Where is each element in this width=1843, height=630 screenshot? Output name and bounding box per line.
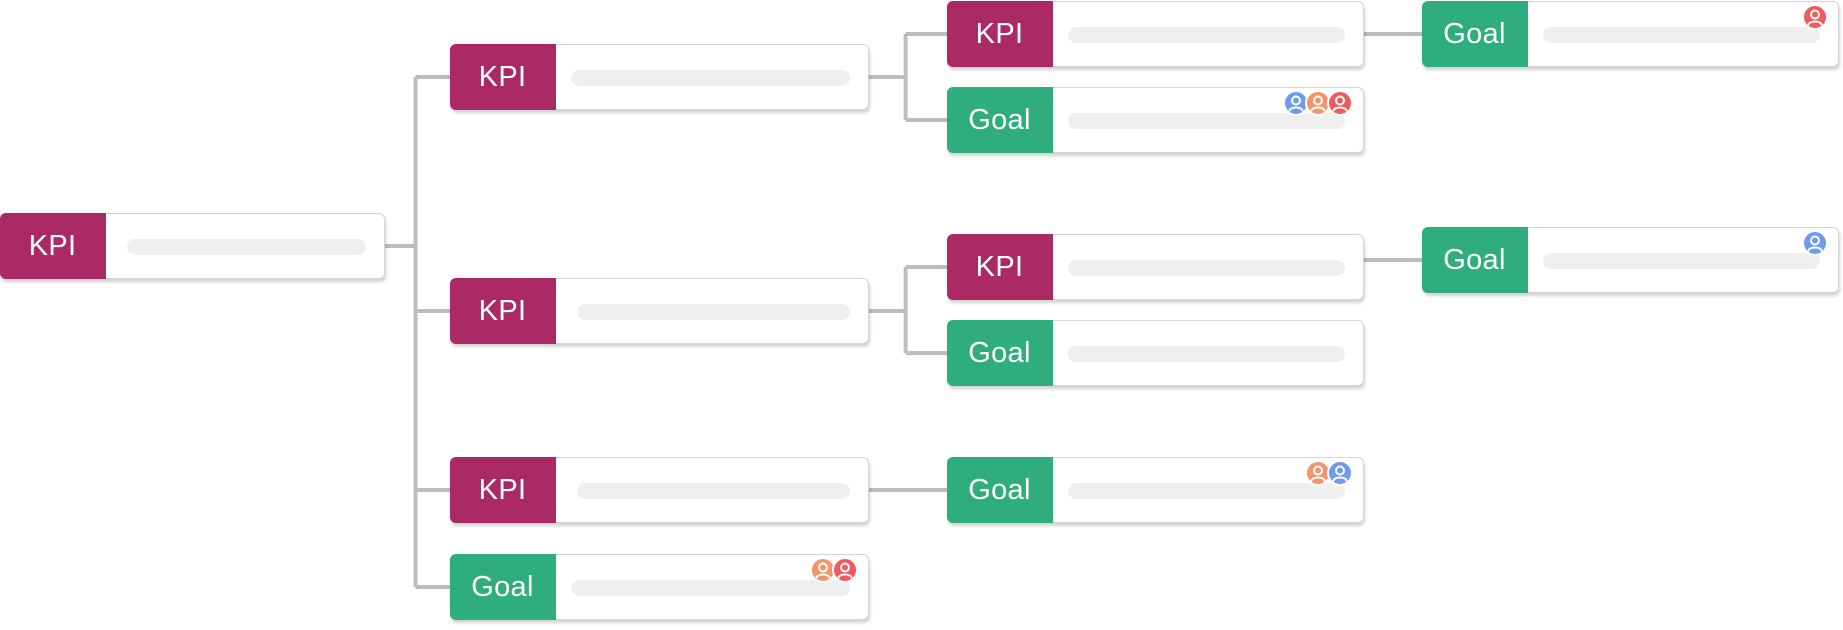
goal-card[interactable]: Goal	[1421, 226, 1839, 293]
placeholder-bar	[571, 70, 850, 86]
placeholder-bar	[1068, 260, 1345, 276]
goal-card[interactable]: Goal	[946, 86, 1364, 153]
goal-tag: Goal	[1421, 0, 1528, 67]
user-avatar-icon[interactable]	[1305, 460, 1331, 486]
goal-tag: Goal	[1421, 226, 1528, 293]
user-avatar-icon[interactable]	[1327, 460, 1353, 486]
avatar-group	[1305, 460, 1353, 486]
kpi-tag: KPI	[449, 277, 556, 344]
kpi-tag: KPI	[0, 212, 106, 279]
kpi-card[interactable]: KPI	[449, 456, 869, 523]
placeholder-bar	[1068, 27, 1345, 43]
goal-tag: Goal	[946, 319, 1053, 386]
kpi-card[interactable]: KPI	[946, 0, 1364, 67]
placeholder-bar	[571, 580, 850, 596]
placeholder-bar	[1543, 27, 1820, 43]
kpi-tag: KPI	[449, 43, 556, 110]
placeholder-bar	[127, 239, 366, 255]
placeholder-bar	[1543, 253, 1820, 269]
root-kpi-card[interactable]: KPI	[0, 212, 385, 279]
goal-tag: Goal	[449, 553, 556, 620]
goal-card[interactable]: Goal	[946, 319, 1364, 386]
user-avatar-icon[interactable]	[1802, 230, 1828, 256]
placeholder-bar	[577, 483, 850, 499]
goal-card[interactable]: Goal	[449, 553, 869, 620]
kpi-card[interactable]: KPI	[449, 277, 869, 344]
goal-tag: Goal	[946, 86, 1053, 153]
kpi-tag: KPI	[946, 233, 1053, 300]
kpi-card[interactable]: KPI	[946, 233, 1364, 300]
user-avatar-icon[interactable]	[832, 557, 858, 583]
kpi-card[interactable]: KPI	[449, 43, 869, 110]
goal-tag: Goal	[946, 456, 1053, 523]
user-avatar-icon[interactable]	[1802, 4, 1828, 30]
placeholder-bar	[1068, 483, 1345, 499]
goal-card[interactable]: Goal	[946, 456, 1364, 523]
connector-line	[869, 265, 947, 355]
avatar-group	[1802, 4, 1828, 30]
kpi-tag: KPI	[946, 0, 1053, 67]
avatar-group	[1802, 230, 1828, 256]
connector-line	[869, 32, 947, 122]
connector-line	[385, 75, 450, 589]
avatar-group	[1283, 90, 1353, 116]
placeholder-bar	[1068, 113, 1345, 129]
placeholder-bar	[577, 304, 850, 320]
goal-card[interactable]: Goal	[1421, 0, 1839, 67]
placeholder-bar	[1068, 346, 1345, 362]
avatar-group	[810, 557, 858, 583]
kpi-tag: KPI	[449, 456, 556, 523]
user-avatar-icon[interactable]	[1327, 90, 1353, 116]
